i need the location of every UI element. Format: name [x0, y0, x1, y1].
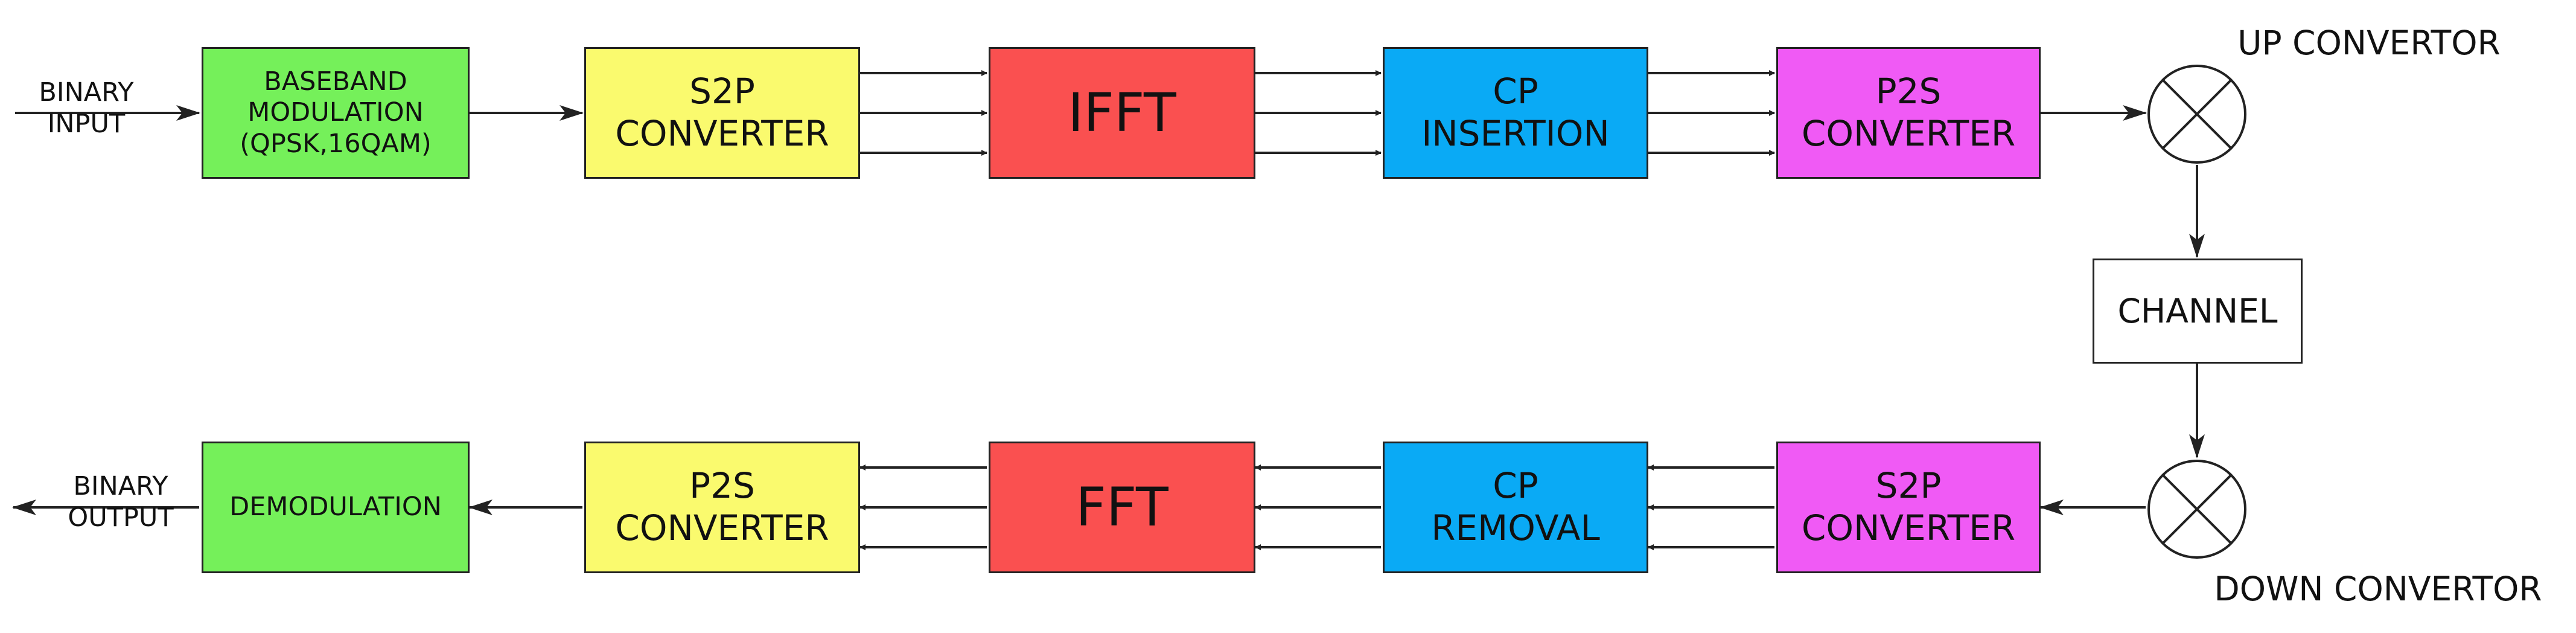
ifft-label: IFFT — [1068, 82, 1176, 144]
p2s-converter-tx-label: P2S CONVERTER — [1801, 71, 2016, 154]
p2s-converter-tx-block: P2S CONVERTER — [1776, 47, 2041, 179]
cp-removal-label: CP REMOVAL — [1431, 465, 1600, 548]
ifft-block: IFFT — [989, 47, 1255, 179]
cp-insertion-block: CP INSERTION — [1383, 47, 1648, 179]
baseband-modulation-label: BASEBAND MODULATION (QPSK,16QAM) — [240, 66, 432, 159]
fft-label: FFT — [1076, 476, 1168, 539]
channel-block: CHANNEL — [2093, 259, 2303, 364]
demodulation-label: DEMODULATION — [229, 492, 442, 522]
s2p-converter-rx-block: S2P CONVERTER — [1776, 442, 2041, 573]
demodulation-block: DEMODULATION — [202, 442, 470, 573]
down-convertor-label: DOWN CONVERTOR — [2214, 570, 2542, 608]
s2p-converter-tx-block: S2P CONVERTER — [584, 47, 860, 179]
baseband-modulation-block: BASEBAND MODULATION (QPSK,16QAM) — [202, 47, 470, 179]
channel-label: CHANNEL — [2117, 292, 2278, 330]
mixer-up-icon — [2147, 65, 2246, 164]
cp-insertion-label: CP INSERTION — [1421, 71, 1610, 154]
binary-input-label: BINARY INPUT — [39, 77, 134, 139]
s2p-converter-tx-label: S2P CONVERTER — [615, 71, 829, 154]
binary-output-label: BINARY OUTPUT — [68, 471, 174, 533]
fft-block: FFT — [989, 442, 1255, 573]
s2p-converter-rx-label: S2P CONVERTER — [1801, 465, 2016, 548]
mixer-down-icon — [2147, 460, 2246, 559]
cp-removal-block: CP REMOVAL — [1383, 442, 1648, 573]
p2s-converter-rx-label: P2S CONVERTER — [615, 465, 829, 548]
up-convertor-label: UP CONVERTOR — [2237, 24, 2501, 62]
p2s-converter-rx-block: P2S CONVERTER — [584, 442, 860, 573]
